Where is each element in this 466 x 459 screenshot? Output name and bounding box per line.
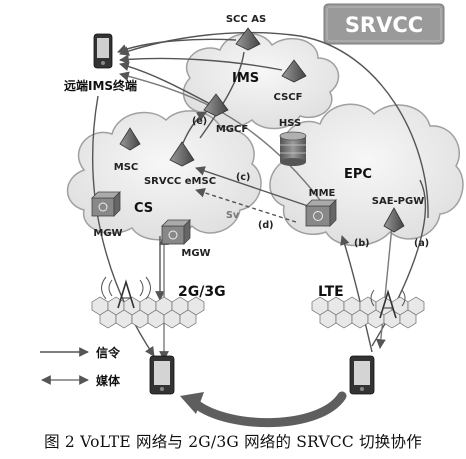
msc-label: MSC — [114, 162, 139, 173]
mgw-cs-label: MGW — [93, 228, 122, 239]
hss-label: HSS — [279, 118, 301, 129]
handover-arrow — [180, 391, 347, 427]
srvcc-emsc-label: SRVCC eMSC — [144, 176, 216, 187]
legend-media-label: 媒体 — [96, 373, 121, 388]
interface-b-label: (b) — [354, 238, 369, 249]
scc-as-node: SCC AS — [226, 14, 266, 51]
figure-caption: 图 2 VoLTE 网络与 2G/3G 网络的 SRVCC 切换协作 — [44, 433, 422, 451]
hss-node: HSS — [279, 118, 307, 166]
radio-2g3g-label: 2G/3G — [178, 284, 226, 300]
legend-signaling: 信令 — [40, 345, 121, 360]
srvcc-emsc-node: SRVCC eMSC — [144, 141, 216, 187]
interface-e-label: (e) — [192, 116, 207, 127]
radio-grid-lte — [311, 296, 425, 329]
srvcc-badge-label: SRVCC — [345, 13, 423, 37]
mme-label: MME — [309, 188, 336, 199]
interface-d-label: (d) — [258, 220, 273, 231]
antenna-2g3g-icon — [101, 276, 151, 309]
srvcc-badge: SRVCC — [323, 3, 445, 45]
legend-signaling-label: 信令 — [96, 345, 121, 360]
scc-as-label: SCC AS — [226, 14, 266, 25]
mgw-ran-label: MGW — [181, 248, 210, 259]
mgcf-node: MGCF — [203, 93, 248, 135]
radio-grid-2g3g — [91, 296, 205, 329]
mgw-ran-node: MGW — [161, 219, 211, 259]
mme-node: MME — [305, 188, 337, 227]
sae-gw-label: SAE-PGW — [372, 196, 425, 207]
msc-node: MSC — [114, 127, 141, 173]
remote-terminal-label: 远端IMS终端 — [64, 78, 137, 93]
mgw-cs-node: MGW — [91, 191, 123, 239]
cscf-label: CSCF — [274, 92, 303, 103]
interface-c-label: (c) — [236, 172, 250, 183]
ue-2g3g-terminal — [149, 355, 175, 395]
radio-lte-label: LTE — [318, 284, 344, 300]
cscf-node: CSCF — [274, 59, 307, 103]
sae-gw-node: SAE-PGW — [372, 196, 425, 233]
epc-label: EPC — [344, 167, 372, 182]
legend-media: 媒体 — [41, 373, 121, 388]
ue-lte-terminal — [349, 355, 375, 395]
legend: 信令 媒体 — [40, 345, 121, 388]
interface-sv-label: Sv — [226, 210, 240, 221]
ims-label: IMS — [232, 71, 259, 86]
mgcf-label: MGCF — [216, 124, 248, 135]
antenna-lte-icon — [370, 289, 406, 319]
remote-ims-terminal: 远端IMS终端 — [64, 33, 137, 93]
cs-label: CS — [134, 201, 153, 216]
interface-a-label: (a) — [414, 238, 429, 249]
